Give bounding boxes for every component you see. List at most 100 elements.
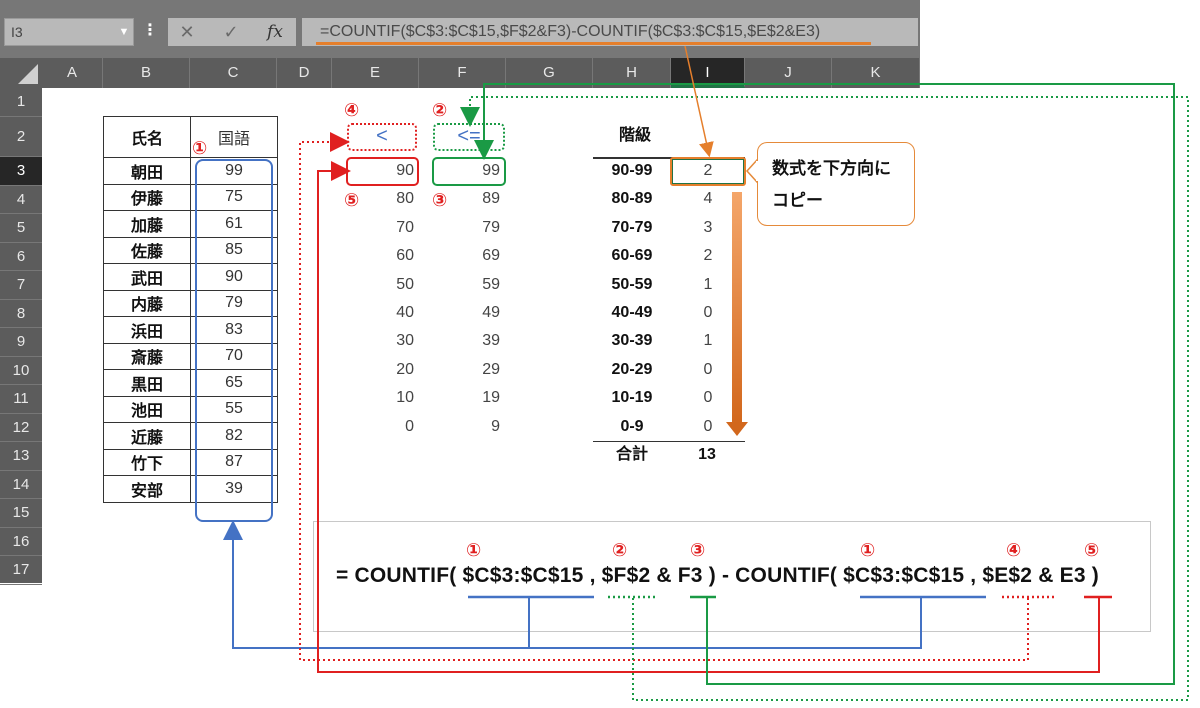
row-header[interactable]: 1 bbox=[0, 88, 42, 117]
row-header[interactable]: 12 bbox=[0, 414, 42, 442]
row-header[interactable]: 11 bbox=[0, 385, 42, 414]
upper-bound-cell[interactable]: 9 bbox=[491, 417, 500, 435]
formula-input[interactable] bbox=[302, 18, 918, 46]
class-cell[interactable]: 30-39 bbox=[611, 332, 653, 350]
selected-cell-i3[interactable] bbox=[670, 157, 746, 186]
name-cell[interactable]: 近藤 bbox=[103, 422, 191, 450]
row-header[interactable]: 2 bbox=[0, 117, 42, 157]
column-header-k[interactable]: K bbox=[832, 58, 920, 88]
column-header-d[interactable]: D bbox=[277, 58, 332, 88]
lower-bound-cell[interactable]: 70 bbox=[396, 218, 414, 236]
upper-bound-cell[interactable]: 99 bbox=[482, 162, 500, 179]
score-cell[interactable]: 70 bbox=[190, 342, 278, 370]
lower-bound-cell[interactable]: 10 bbox=[396, 389, 414, 407]
class-cell[interactable]: 0-9 bbox=[620, 417, 644, 435]
column-header-e[interactable]: E bbox=[332, 58, 419, 88]
total-label[interactable]: 合計 bbox=[615, 446, 648, 463]
upper-bound-cell[interactable]: 29 bbox=[482, 360, 500, 378]
score-cell[interactable]: 82 bbox=[190, 422, 278, 450]
row-header[interactable]: 16 bbox=[0, 528, 42, 556]
score-cell[interactable]: 90 bbox=[190, 263, 278, 291]
row-header[interactable]: 10 bbox=[0, 357, 42, 385]
class-header[interactable]: 階級 bbox=[618, 127, 651, 144]
score-cell[interactable]: 99 bbox=[190, 157, 278, 185]
score-cell[interactable]: 75 bbox=[190, 183, 278, 211]
count-cell[interactable]: 0 bbox=[703, 360, 713, 378]
name-cell[interactable]: 伊藤 bbox=[103, 183, 191, 211]
lower-bound-cell[interactable]: 40 bbox=[396, 304, 414, 321]
column-header-f[interactable]: F bbox=[419, 58, 506, 88]
header-score-cell[interactable]: 国語 bbox=[190, 116, 278, 158]
row-header[interactable]: 4 bbox=[0, 186, 42, 214]
lower-bound-cell[interactable]: 20 bbox=[396, 360, 414, 378]
upper-bound-cell[interactable]: 49 bbox=[482, 304, 500, 321]
name-cell[interactable]: 安部 bbox=[103, 475, 191, 503]
count-cell[interactable]: 4 bbox=[703, 190, 713, 208]
column-header-b[interactable]: B bbox=[103, 58, 190, 88]
enter-icon[interactable]: ✓ bbox=[223, 22, 239, 42]
class-cell[interactable]: 20-29 bbox=[611, 360, 653, 378]
score-cell[interactable]: 85 bbox=[190, 236, 278, 264]
row-header[interactable]: 14 bbox=[0, 471, 42, 499]
count-cell[interactable]: 2 bbox=[703, 247, 713, 265]
name-cell[interactable]: 斎藤 bbox=[103, 342, 191, 370]
chevron-down-icon[interactable]: ▼ bbox=[118, 26, 130, 38]
upper-bound-cell[interactable]: 79 bbox=[482, 218, 500, 236]
total-value[interactable]: 13 bbox=[698, 446, 716, 463]
header-name-cell[interactable]: 氏名 bbox=[103, 116, 191, 158]
row-header-selected[interactable]: 3 bbox=[0, 157, 42, 186]
upper-bound-cell[interactable]: 39 bbox=[482, 332, 500, 350]
column-header-h[interactable]: H bbox=[593, 58, 671, 88]
class-cell[interactable]: 60-69 bbox=[611, 247, 653, 265]
class-cell[interactable]: 10-19 bbox=[611, 389, 653, 407]
row-header[interactable]: 6 bbox=[0, 243, 42, 271]
upper-bound-cell[interactable]: 59 bbox=[482, 275, 500, 293]
count-cell[interactable]: 0 bbox=[703, 389, 713, 407]
name-cell[interactable]: 佐藤 bbox=[103, 236, 191, 264]
row-header[interactable]: 5 bbox=[0, 214, 42, 243]
column-header-j[interactable]: J bbox=[745, 58, 832, 88]
class-cell[interactable]: 40-49 bbox=[611, 304, 653, 321]
class-cell[interactable]: 70-79 bbox=[611, 218, 653, 236]
marker-2: ② bbox=[612, 540, 628, 560]
upper-bound-cell[interactable]: 69 bbox=[482, 247, 500, 265]
score-cell[interactable]: 83 bbox=[190, 316, 278, 344]
upper-bound-cell[interactable]: 19 bbox=[482, 389, 500, 407]
score-cell[interactable]: 39 bbox=[190, 475, 278, 503]
lower-bound-cell[interactable]: 80 bbox=[396, 190, 414, 208]
class-cell[interactable]: 80-89 bbox=[611, 190, 653, 208]
row-header[interactable]: 13 bbox=[0, 442, 42, 471]
name-cell[interactable]: 朝田 bbox=[103, 157, 191, 185]
operator-less-than[interactable]: < bbox=[376, 125, 388, 147]
lower-bound-cell[interactable]: 0 bbox=[405, 417, 414, 435]
score-cell[interactable]: 61 bbox=[190, 210, 278, 238]
row-header[interactable]: 15 bbox=[0, 499, 42, 528]
lower-bound-cell[interactable]: 60 bbox=[396, 247, 414, 265]
count-cell[interactable]: 1 bbox=[703, 332, 713, 350]
row-header[interactable]: 9 bbox=[0, 328, 42, 357]
count-cell[interactable]: 3 bbox=[703, 218, 713, 236]
count-cell[interactable]: 0 bbox=[703, 304, 713, 321]
class-cell[interactable]: 50-59 bbox=[611, 275, 653, 293]
row-header[interactable]: 17 bbox=[0, 556, 42, 585]
fx-icon[interactable]: fx bbox=[267, 22, 283, 42]
lower-bound-cell[interactable]: 90 bbox=[396, 162, 414, 179]
cancel-icon[interactable]: ✕ bbox=[179, 22, 195, 42]
name-cell[interactable]: 加藤 bbox=[103, 210, 191, 238]
lower-bound-cell[interactable]: 50 bbox=[396, 275, 414, 293]
column-header-a[interactable]: A bbox=[42, 58, 103, 88]
count-cell[interactable]: 2 bbox=[703, 162, 713, 179]
name-box[interactable]: I3 bbox=[4, 18, 134, 46]
count-cell[interactable]: 1 bbox=[703, 275, 713, 293]
row-header[interactable]: 8 bbox=[0, 300, 42, 328]
class-cell[interactable]: 90-99 bbox=[611, 162, 653, 179]
count-cell[interactable]: 0 bbox=[703, 417, 713, 435]
lower-bound-cell[interactable]: 30 bbox=[396, 332, 414, 350]
column-header-g[interactable]: G bbox=[506, 58, 593, 88]
upper-bound-cell[interactable]: 89 bbox=[482, 190, 500, 208]
column-header-c[interactable]: C bbox=[190, 58, 277, 88]
more-options-icon[interactable]: ⋮ bbox=[142, 22, 158, 39]
name-cell[interactable]: 武田 bbox=[103, 263, 191, 291]
row-header[interactable]: 7 bbox=[0, 271, 42, 300]
score-cell[interactable]: 65 bbox=[190, 369, 278, 397]
